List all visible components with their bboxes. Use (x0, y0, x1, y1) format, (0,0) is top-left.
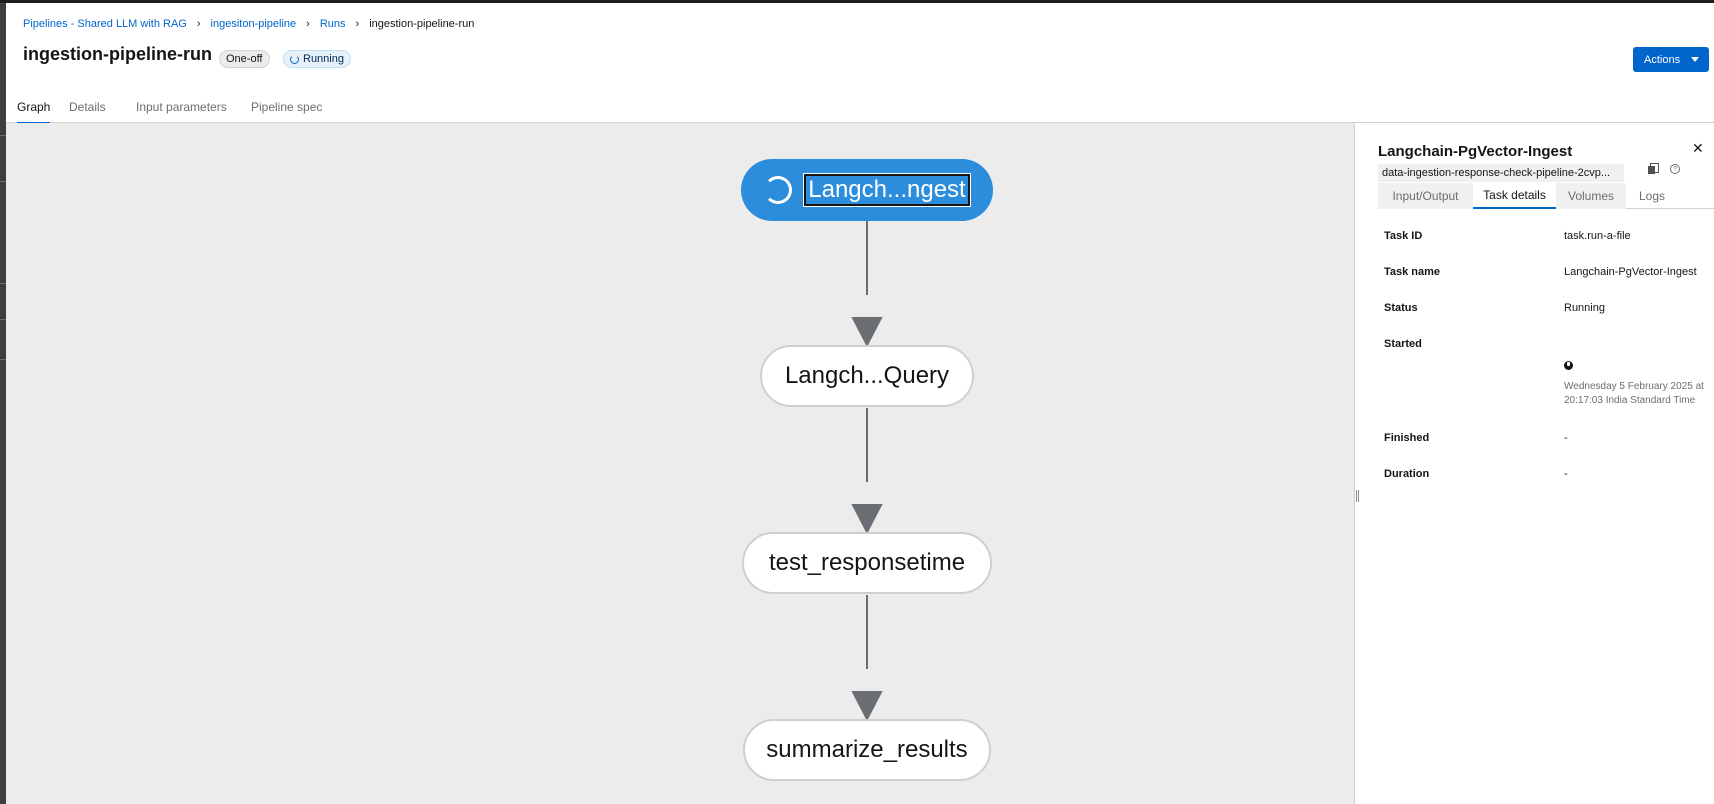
nav-divider (0, 319, 6, 320)
breadcrumb-link-pipeline[interactable]: ingesiton-pipeline (210, 18, 297, 30)
spinner-icon (290, 54, 299, 64)
task-run-id: data-ingestion-response-check-pipeline-2… (1378, 164, 1624, 182)
chevron-right-icon: › (306, 18, 310, 30)
nav-divider (0, 181, 6, 182)
spinner-icon (764, 176, 793, 204)
graph-node-label: test_responsetime (768, 549, 966, 576)
finished-label: Finished (1384, 432, 1430, 444)
tab-volumes[interactable]: Volumes (1556, 183, 1626, 209)
breadcrumb-link-runs[interactable]: Runs (319, 18, 346, 30)
graph-node-query[interactable]: Langch...Query (760, 345, 974, 407)
tab-logs[interactable]: Logs (1638, 189, 1666, 203)
tab-details[interactable]: Details (69, 100, 106, 114)
graph-node-test-responsetime[interactable]: test_responsetime (742, 532, 992, 594)
status-badge: Running (283, 50, 351, 68)
task-name-value: Langchain-PgVector-Ingest (1564, 266, 1697, 278)
arrow-head-icon (851, 504, 883, 535)
task-name-label: Task name (1384, 266, 1441, 278)
duration-value: - (1564, 468, 1568, 480)
tab-input-parameters[interactable]: Input parameters (136, 100, 227, 114)
graph-node-label: Langch...Query (784, 362, 950, 389)
nav-divider (0, 359, 6, 360)
graph-node-label: Langch...ngest (803, 173, 971, 207)
top-masthead-strip (0, 0, 1714, 3)
task-details-drawer: Langchain-PgVector-Ingest ✕ data-ingesti… (1360, 123, 1714, 804)
page-tabs: Graph Details Input parameters Pipeline … (6, 96, 1714, 124)
started-label: Started (1384, 338, 1422, 350)
duration-label: Duration (1384, 468, 1430, 480)
graph-edges (851, 221, 883, 722)
drawer-resize-handle[interactable] (1354, 123, 1360, 804)
status-label: Status (1384, 302, 1418, 314)
task-id-label: Task ID (1384, 230, 1423, 242)
tab-input-output[interactable]: Input/Output (1378, 183, 1473, 209)
left-nav-edge (0, 3, 6, 804)
pipeline-graph-canvas[interactable]: Langch...ngest Langch...Query test_respo… (6, 123, 1354, 804)
page-title: ingestion-pipeline-run (23, 44, 212, 64)
graph-node-summarize-results[interactable]: summarize_results (743, 719, 991, 781)
run-type-badge-label: One-off (226, 53, 263, 65)
graph-node-label: summarize_results (766, 736, 968, 763)
grip-icon (1356, 490, 1359, 502)
breadcrumb: Pipelines - Shared LLM with RAG › ingesi… (23, 16, 474, 32)
status-badge-label: Running (303, 53, 344, 65)
help-icon[interactable]: ? (1670, 164, 1680, 174)
arrow-head-icon (851, 317, 883, 348)
tab-task-details[interactable]: Task details (1473, 183, 1556, 209)
drawer-title: Langchain-PgVector-Ingest (1378, 143, 1573, 160)
tab-pipeline-spec[interactable]: Pipeline spec (251, 100, 323, 114)
breadcrumb-link-pipelines[interactable]: Pipelines - Shared LLM with RAG (23, 18, 187, 30)
copy-icon[interactable] (1648, 163, 1659, 174)
drawer-tabs: Input/Output Task details Volumes Logs (1378, 183, 1714, 209)
tab-graph[interactable]: Graph (17, 100, 51, 124)
globe-icon (1564, 361, 1573, 370)
actions-button-label: Actions (1644, 53, 1681, 66)
started-value: Wednesday 5 February 2025 at 20:17:03 In… (1564, 381, 1704, 406)
chevron-right-icon: › (355, 18, 360, 30)
arrow-head-icon (851, 691, 883, 722)
nav-divider (0, 283, 6, 284)
run-type-badge: One-off (219, 50, 270, 68)
status-value: Running (1564, 302, 1605, 314)
actions-button[interactable]: Actions (1633, 47, 1709, 72)
finished-value: - (1564, 432, 1568, 444)
graph-node-ingest[interactable]: Langch...ngest (741, 159, 993, 221)
task-id-value: task.run-a-file (1564, 230, 1631, 242)
chevron-right-icon: › (196, 18, 201, 30)
breadcrumb-current: ingestion-pipeline-run (369, 18, 475, 30)
nav-divider (0, 135, 6, 136)
caret-down-icon (1691, 57, 1699, 62)
close-icon[interactable]: ✕ (1692, 140, 1704, 156)
